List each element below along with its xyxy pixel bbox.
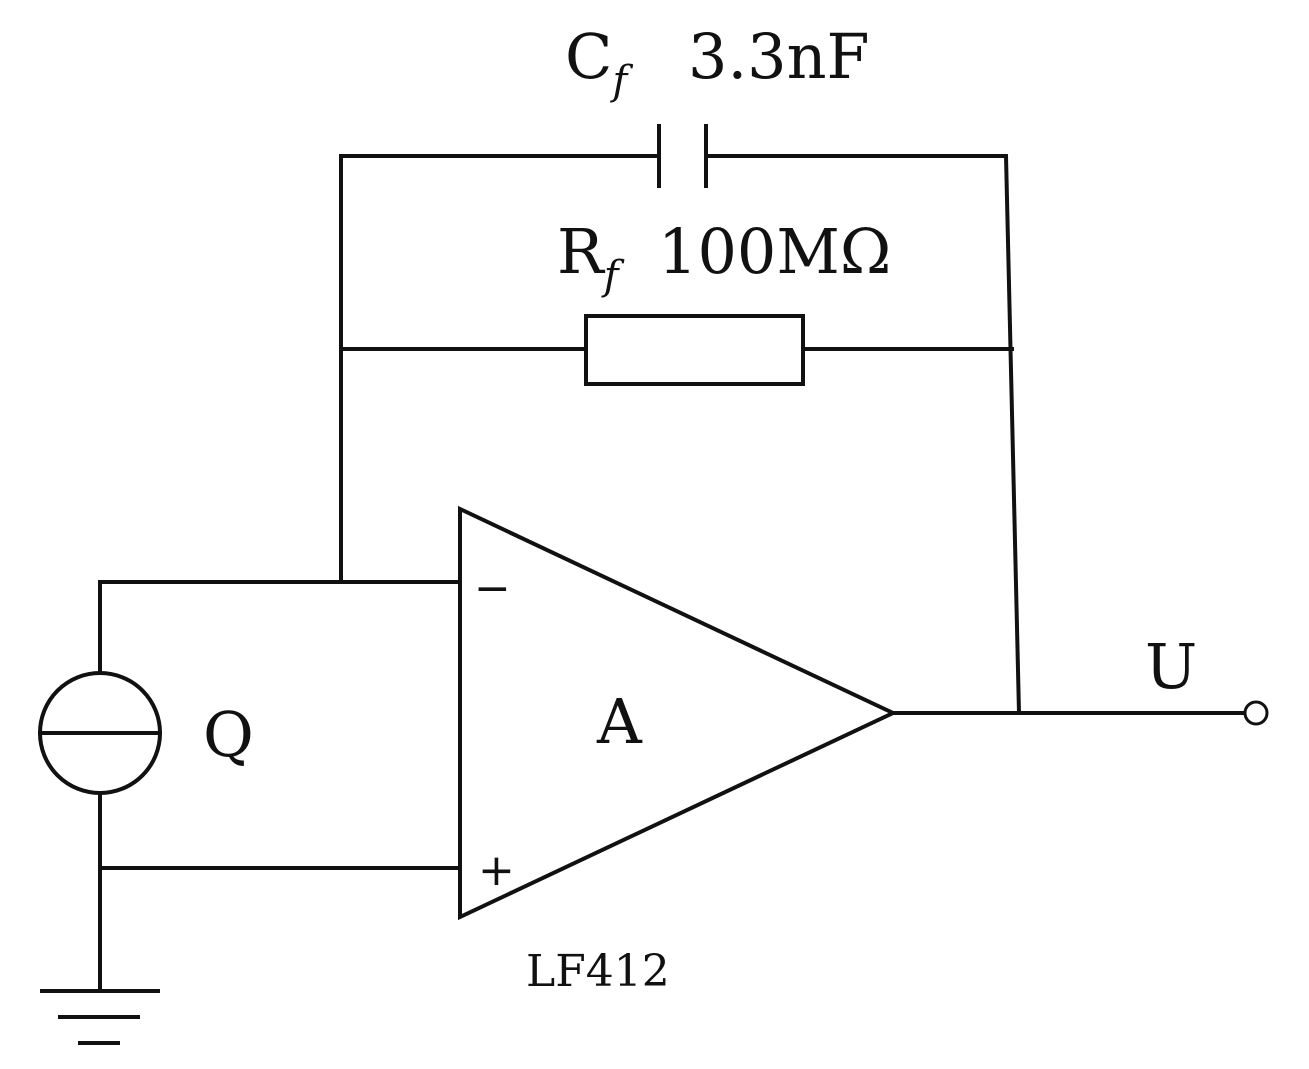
opamp-part-number: LF412 <box>526 946 670 997</box>
capacitor-value: 3.3nF <box>688 20 870 93</box>
capacitor-label: Cf <box>565 20 633 104</box>
source-label: Q <box>203 698 254 771</box>
capacitor-right-wire <box>704 154 1022 716</box>
resistor-symbol: R <box>557 215 606 288</box>
resistor-body <box>584 314 805 386</box>
inverting-input-wire <box>98 580 462 675</box>
ground-symbol <box>40 989 160 1045</box>
opamp-triangle <box>458 505 898 921</box>
opamp-label: A <box>596 685 643 758</box>
resistor-subscript: f <box>601 253 625 299</box>
noninverting-pin-label: + <box>478 845 515 896</box>
resistor-value: 100MΩ <box>658 215 891 288</box>
capacitor-branch <box>339 124 1022 716</box>
capacitor-symbol: C <box>565 20 612 93</box>
output-label: U <box>1145 630 1197 703</box>
output-terminal[interactable] <box>1243 700 1269 726</box>
capacitor-left-wire <box>339 154 661 584</box>
current-source <box>38 671 162 795</box>
resistor-branch <box>339 314 1014 386</box>
resistor-label: Rf <box>557 215 625 299</box>
inverting-pin-label: − <box>474 563 511 614</box>
capacitor-subscript: f <box>609 58 633 104</box>
